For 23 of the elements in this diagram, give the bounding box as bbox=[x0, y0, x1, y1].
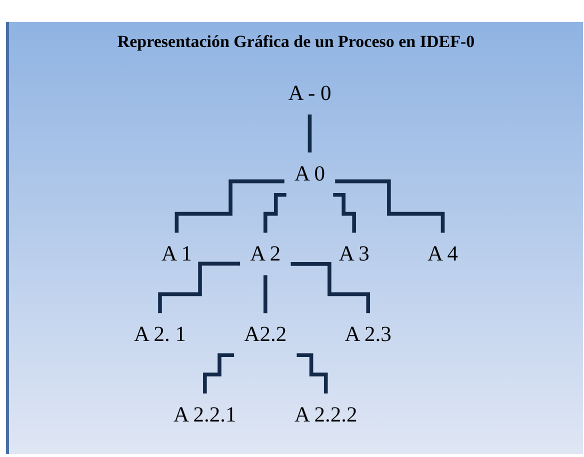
node-text: A 2.2.1 bbox=[174, 402, 236, 426]
node-text: A 3 bbox=[338, 242, 370, 266]
node-text: A 4 bbox=[428, 242, 458, 266]
connector bbox=[264, 192, 286, 235]
connector bbox=[290, 262, 370, 316]
connector bbox=[335, 179, 445, 235]
node-text: A 1 bbox=[161, 242, 192, 266]
node-text: A 2 bbox=[250, 242, 281, 266]
node-text: A - 0 bbox=[288, 80, 332, 106]
connector bbox=[308, 112, 312, 154]
node-text: A 0 bbox=[294, 161, 325, 186]
node-text: A2.2 bbox=[244, 322, 287, 346]
node-text: A 2. 1 bbox=[134, 322, 186, 346]
connector bbox=[203, 353, 234, 396]
node-text: A 2.3 bbox=[344, 322, 392, 346]
diagram-title: Representación Gráfica de un Proceso en IDEF-0 bbox=[116, 32, 476, 52]
connector bbox=[296, 353, 328, 396]
connector bbox=[158, 262, 240, 316]
tree-diagram: A - 0 A 0 A 1 A 2 A 3 A 4 A 2. 1 A2.2 A 2.3 A 2.2.1 A 2.2.2 bbox=[19, 62, 573, 446]
node-text: A 2.2.2 bbox=[294, 402, 358, 426]
connector bbox=[333, 192, 356, 235]
connector bbox=[174, 179, 284, 235]
connector bbox=[264, 273, 268, 316]
